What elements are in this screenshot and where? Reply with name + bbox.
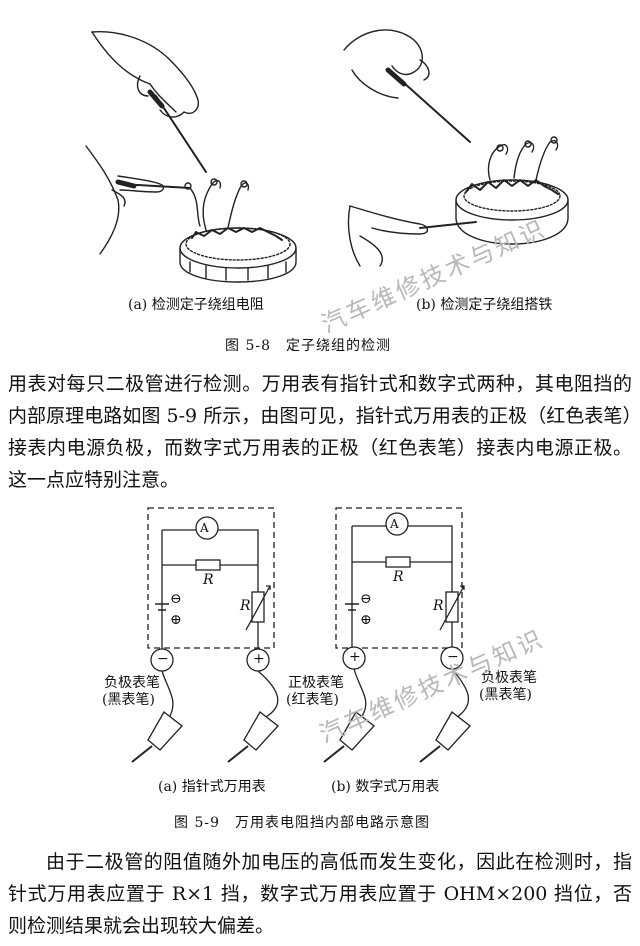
circuit-b-battery <box>345 603 359 611</box>
circuit-a-left-lead <box>161 670 174 717</box>
circuit-a-var-resistor-label: R <box>240 598 251 614</box>
circuit-a-resistor-label: R <box>203 572 214 588</box>
paragraph-1: 用表对每只二极管进行检测。万用表有指针式和数字式两种，其电阻挡的内部原理电路如图… <box>8 368 632 496</box>
circuit-a-left-probe-label-1: 负极表笔 <box>104 675 160 691</box>
circuit-a-right-probe-label-2: (红表笔) <box>286 692 339 708</box>
probe-a-upper <box>155 95 207 173</box>
figure-5-8-caption: 图 5-8 定子绕组的检测 <box>225 338 391 354</box>
circuit-b-resistor-label: R <box>393 569 404 585</box>
paragraph-2: 由于二极管的阻值随外加电压的高低而发生变化，因此在检测时，指针式万用表应置于 R… <box>8 846 632 942</box>
hand-upper-left-illustration <box>91 31 199 118</box>
circuit-a-battery <box>155 603 169 611</box>
figure-5-9-subcaption-a: (a) 指针式万用表 <box>158 779 266 795</box>
figure-5-9-subcaption-b: (b) 数字式万用表 <box>331 779 440 795</box>
circuit-b-right-probe <box>435 711 471 751</box>
paragraph-1-text: 用表对每只二极管进行检测。万用表有指针式和数字式两种，其电阻挡的内部原理电路如图… <box>8 373 632 491</box>
circuit-a-meter-label: A <box>200 521 209 535</box>
circuit-a-right-terminal-sign: + <box>253 651 265 667</box>
paragraph-2-text: 由于二极管的阻值随外加电压的高低而发生变化，因此在检测时，指针式万用表应置于 R… <box>8 851 632 937</box>
stator-b-illustration <box>455 136 569 245</box>
circuit-b-left-terminal-sign: + <box>349 649 361 665</box>
circuit-a-right-probe-label-1: 正极表笔 <box>288 675 344 691</box>
hand-lower-right-illustration <box>347 205 429 267</box>
circuit-b-battery-bottom: ⊕ <box>360 612 372 628</box>
circuit-a-left-terminal-sign: − <box>157 651 169 667</box>
circuit-a-enclosure <box>147 507 275 649</box>
figure-5-8-subcaption-a: (a) 检测定子绕组电阻 <box>128 297 264 313</box>
circuit-b-right-probe-label-2: (黑表笔) <box>479 687 532 703</box>
circuit-a-resistor <box>195 559 221 571</box>
hand-upper-right-illustration <box>343 29 430 99</box>
circuit-b-meter-label: A <box>390 517 399 531</box>
circuit-a-meter <box>195 516 219 540</box>
figure-5-8-subcaption-b: (b) 检测定子绕组搭铁 <box>416 297 553 313</box>
circuit-a-right-lead <box>257 670 279 719</box>
circuit-a-left-probe <box>147 711 183 751</box>
circuit-b-right-terminal-sign: − <box>447 649 459 665</box>
stator-a-illustration <box>179 178 297 283</box>
circuit-b-meter <box>385 512 409 536</box>
circuit-a-battery-bottom: ⊕ <box>170 612 182 628</box>
circuit-b-enclosure <box>335 507 463 649</box>
probe-b-upper <box>393 73 471 143</box>
figure-5-9-caption: 图 5-9 万用表电阻挡内部电路示意图 <box>174 815 430 831</box>
circuit-a-right-probe <box>243 711 279 751</box>
circuit-b-right-lead <box>451 668 470 719</box>
circuit-b-var-resistor-label: R <box>433 598 444 614</box>
circuit-b-resistor <box>385 556 411 568</box>
circuit-b-right-probe-label-1: 负极表笔 <box>481 670 537 686</box>
circuit-b-left-lead <box>353 668 367 717</box>
hand-lower-left-illustration <box>85 145 165 255</box>
circuit-a-left-probe-label-2: (黑表笔) <box>102 692 155 708</box>
circuit-b-battery-top: ⊖ <box>360 591 372 607</box>
probe-b-lower <box>419 221 477 229</box>
circuit-a-battery-top: ⊖ <box>170 591 182 607</box>
circuit-b-left-probe <box>339 711 375 751</box>
